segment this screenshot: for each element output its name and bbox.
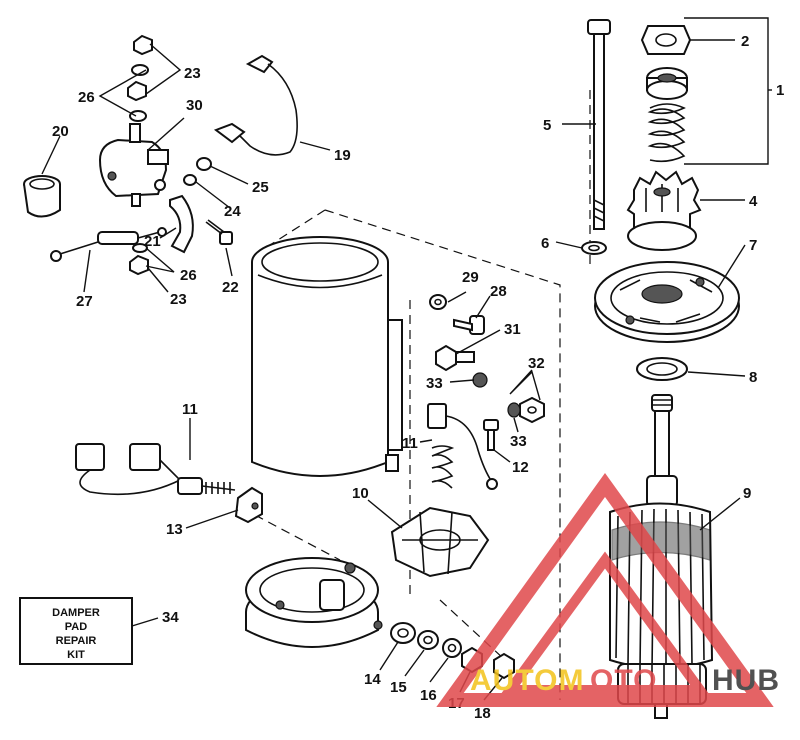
kit-line-3: REPAIR xyxy=(56,635,97,647)
callout-28: 28 xyxy=(490,283,507,300)
part-damper-pad-20 xyxy=(23,175,61,218)
part-commutator-end-cap xyxy=(245,557,383,648)
part-field-frame xyxy=(251,236,403,477)
callout-1: 1 xyxy=(776,82,784,99)
damper-pad-repair-kit-box: DAMPER PAD REPAIR KIT xyxy=(19,597,133,665)
callout-16: 16 xyxy=(420,687,437,704)
callout-20: 20 xyxy=(52,123,69,140)
callout-5: 5 xyxy=(543,117,551,134)
watermark-text-left: AUTOM xyxy=(470,664,584,697)
part-washer-16 xyxy=(442,638,462,658)
kit-line-1: DAMPER xyxy=(52,607,100,619)
part-lockwasher-33b xyxy=(507,402,521,418)
part-thru-bolt xyxy=(587,19,611,230)
callout-12: 12 xyxy=(512,459,529,476)
callout-24: 24 xyxy=(224,203,241,220)
callout-8: 8 xyxy=(749,369,757,386)
callout-27: 27 xyxy=(76,293,93,310)
part-drive-gear xyxy=(626,170,702,251)
part-brush-screw xyxy=(483,419,499,451)
part-solenoid-body xyxy=(98,123,169,207)
callout-11-brushes: 11 xyxy=(182,401,198,418)
callout-13: 13 xyxy=(166,521,183,538)
part-cable-27 xyxy=(50,227,167,262)
callout-26-low: 26 xyxy=(180,267,197,284)
callout-4: 4 xyxy=(749,193,758,210)
part-anti-drift-spring xyxy=(647,103,686,163)
callout-30: 30 xyxy=(186,97,203,114)
part-washer-15 xyxy=(417,630,439,650)
part-terminal-washer-29 xyxy=(429,294,447,310)
callout-2: 2 xyxy=(741,33,749,50)
callout-15: 15 xyxy=(390,679,407,696)
callout-34: 34 xyxy=(162,609,179,626)
part-armature xyxy=(609,394,714,719)
part-terminal-bolt-31 xyxy=(435,344,475,372)
part-brush-spring xyxy=(431,445,455,489)
part-thrust-washer xyxy=(581,241,607,255)
part-pinion-stop-collar xyxy=(646,67,688,100)
kit-line-4: KIT xyxy=(67,649,85,661)
watermark-text-mid: OTO xyxy=(590,664,657,697)
part-solenoid-nut-23-low xyxy=(129,254,149,276)
callout-7: 7 xyxy=(749,237,757,254)
callout-10: 10 xyxy=(352,485,369,502)
part-washer-25 xyxy=(196,157,212,171)
watermark-logo: AUTOM OTO HUB xyxy=(436,473,780,707)
part-washer-24 xyxy=(183,174,197,186)
part-terminal-insulator xyxy=(234,486,263,524)
part-lockwasher-33a xyxy=(472,372,488,388)
part-brush-holder-plate xyxy=(390,506,490,578)
part-terminal-bolt-28 xyxy=(453,315,485,335)
part-solenoid-nut-23-mid xyxy=(127,80,147,102)
part-brush-with-lead xyxy=(427,403,498,490)
callout-14: 14 xyxy=(364,671,381,688)
alignment-guides xyxy=(254,90,591,700)
part-screw-22 xyxy=(205,219,233,245)
part-solenoid-lockwasher-26-mid xyxy=(129,110,147,122)
part-hex-nut-32 xyxy=(519,396,545,424)
callout-19: 19 xyxy=(334,147,351,164)
part-pinion-nut xyxy=(640,25,692,55)
callout-23-low: 23 xyxy=(170,291,187,308)
callout-6: 6 xyxy=(541,235,549,252)
part-cable-19 xyxy=(213,54,298,156)
callout-18: 18 xyxy=(474,705,491,722)
callout-23-top: 23 xyxy=(184,65,201,82)
kit-line-2: PAD xyxy=(65,621,87,633)
callout-33-upper: 33 xyxy=(426,375,443,392)
callout-32: 32 xyxy=(528,355,545,372)
callout-25: 25 xyxy=(252,179,269,196)
callout-21: 21 xyxy=(144,233,161,250)
part-washer-14 xyxy=(390,622,416,644)
callout-33-lower: 33 xyxy=(510,433,527,450)
part-bracket-21 xyxy=(169,194,194,254)
watermark-text-right: HUB xyxy=(712,664,780,697)
callout-22: 22 xyxy=(222,279,239,296)
callout-26-top: 26 xyxy=(78,89,95,106)
callout-11-brush: 11 xyxy=(402,435,418,452)
part-solenoid-nut-23-top xyxy=(133,34,153,56)
callout-labels: 2 1 5 6 4 7 8 9 10 11 11 12 13 14 15 16 … xyxy=(52,33,784,722)
part-drive-end-washer xyxy=(636,357,688,381)
part-brush-set xyxy=(75,443,236,496)
callout-31: 31 xyxy=(504,321,521,338)
part-solenoid-lockwasher-26-top xyxy=(131,64,149,76)
callout-29: 29 xyxy=(462,269,479,286)
part-drive-end-head xyxy=(594,261,740,343)
watermark-triangle-inner xyxy=(500,551,710,695)
part-nut-18 xyxy=(493,652,515,680)
callout-9: 9 xyxy=(743,485,751,502)
watermark-triangle-outer xyxy=(436,473,774,707)
